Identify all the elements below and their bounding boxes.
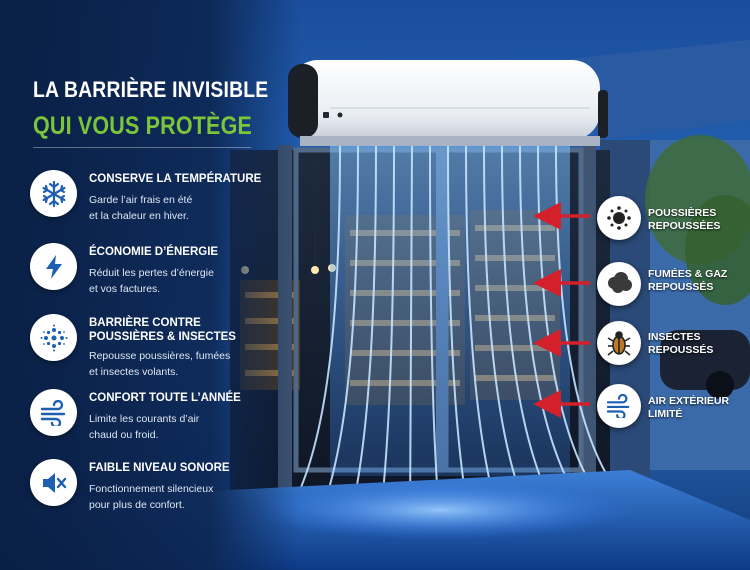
feature-description-line: Fonctionnement silencieux — [89, 483, 214, 495]
feature-temperature: CONSERVE LA TEMPÉRATURE Garde l’air frai… — [30, 170, 280, 230]
headline-divider — [33, 147, 251, 148]
feature-description-line: Limite les courants d’air — [89, 413, 200, 425]
feature-comfort: CONFORT TOUTE L’ANNÉE Limite les courant… — [30, 389, 280, 449]
feature-title-line: BARRIÈRE CONTRE — [89, 317, 201, 329]
wind-icon — [30, 389, 77, 436]
feature-description: Réduit les pertes d’énergie et vos factu… — [89, 265, 269, 297]
snowflake-icon — [30, 170, 77, 217]
feature-description-line: pour plus de confort. — [89, 499, 185, 511]
feature-low-noise: FAIBLE NIVEAU SONORE Fonctionnement sile… — [30, 459, 280, 519]
blocked-dust-label: POUSSIÈRES REPOUSSÉES — [648, 207, 748, 233]
feature-dust-insects: BARRIÈRE CONTRE POUSSIÈRES & INSECTES Re… — [30, 314, 280, 378]
insect-icon — [597, 321, 641, 365]
smoke-cloud-icon — [597, 262, 641, 306]
feature-title: CONSERVE LA TEMPÉRATURE — [89, 173, 262, 185]
blocked-label-line: REPOUSSÉES — [648, 220, 721, 232]
feature-description-line: chaud ou froid. — [89, 429, 159, 441]
speaker-mute-icon — [30, 459, 77, 506]
feature-energy: ÉCONOMIE D’ÉNERGIE Réduit les pertes d’é… — [30, 243, 280, 303]
feature-title: FAIBLE NIVEAU SONORE — [89, 462, 230, 474]
feature-description: Limite les courants d’air chaud ou froid… — [89, 411, 269, 443]
feature-title-line: POUSSIÈRES & INSECTES — [89, 331, 236, 343]
blocked-outside-air-label: AIR EXTÉRIEUR LIMITÉ — [648, 395, 748, 421]
feature-description-line: et vos factures. — [89, 283, 161, 295]
feature-title: BARRIÈRE CONTRE POUSSIÈRES & INSECTES — [89, 316, 236, 344]
feature-description-line: et la chaleur en hiver. — [89, 210, 189, 222]
feature-description: Repousse poussières, fumées et insectes … — [89, 348, 269, 380]
blocked-smoke-label: FUMÉES & GAZ REPOUSSÉS — [648, 268, 748, 294]
blocked-label-line: REPOUSSÉS — [648, 281, 714, 293]
feature-description-line: Garde l’air frais en été — [89, 194, 193, 206]
lightning-bolt-icon — [30, 243, 77, 290]
blocked-label-line: AIR EXTÉRIEUR — [648, 395, 730, 407]
blocked-label-line: REPOUSSÉS — [648, 344, 714, 356]
blocked-insects-label: INSECTES REPOUSSÉS — [648, 331, 748, 357]
particles-icon — [30, 314, 77, 361]
headline-line-1: LA BARRIÈRE INVISIBLE — [33, 77, 269, 102]
dust-particles-icon — [597, 196, 641, 240]
feature-description: Garde l’air frais en été et la chaleur e… — [89, 192, 269, 224]
feature-description: Fonctionnement silencieux pour plus de c… — [89, 481, 269, 513]
headline-line-2: QUI VOUS PROTÈGE — [33, 112, 252, 140]
feature-title: CONFORT TOUTE L’ANNÉE — [89, 392, 241, 404]
feature-description-line: Réduit les pertes d’énergie — [89, 267, 214, 279]
blocked-label-line: POUSSIÈRES — [648, 207, 717, 219]
feature-title: ÉCONOMIE D’ÉNERGIE — [89, 246, 219, 258]
blocked-label-line: FUMÉES & GAZ — [648, 268, 728, 280]
feature-description-line: et insectes volants. — [89, 366, 179, 378]
blocked-label-line: INSECTES — [648, 331, 701, 343]
blocked-label-line: LIMITÉ — [648, 408, 683, 420]
wind-icon — [597, 384, 641, 428]
feature-description-line: Repousse poussières, fumées — [89, 350, 231, 362]
